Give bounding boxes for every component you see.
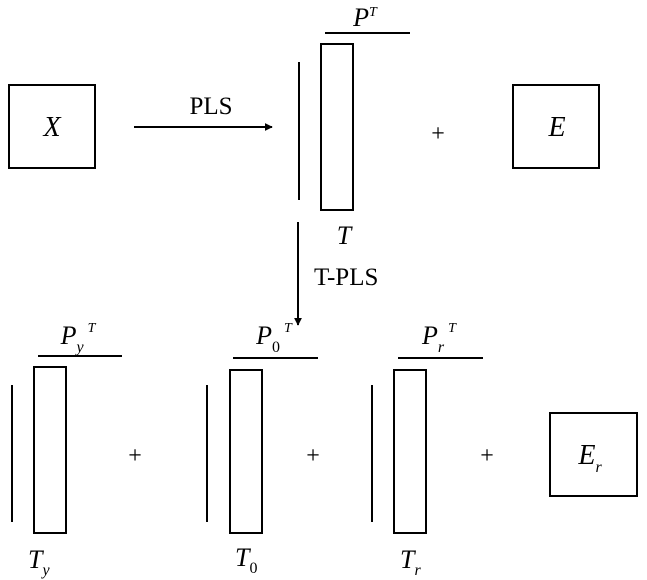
predictive-scores-label: Ty	[28, 545, 50, 579]
residual-er-box	[549, 412, 638, 497]
residual-scores-box	[393, 369, 427, 534]
plus-sign-top: +	[431, 121, 445, 147]
residual-loadings-label: PrT	[421, 321, 457, 356]
plus-sign-bottom-3: +	[480, 443, 494, 469]
pls-label: PLS	[189, 93, 232, 120]
orthogonal-scores-box	[229, 369, 263, 534]
orthogonal-scores-label: T0	[235, 543, 257, 577]
plus-sign-bottom-2: +	[306, 443, 320, 469]
residual-e-label: E	[547, 112, 565, 143]
residual-e-box	[512, 84, 600, 169]
loadings-pt-label: PT	[352, 3, 378, 32]
residual-scores-label: Tr	[400, 545, 421, 579]
residual-er-label: Er	[577, 440, 602, 476]
predictive-scores-box	[33, 366, 67, 534]
plus-sign-bottom-1: +	[128, 443, 142, 469]
matrix-x-label: X	[42, 112, 61, 143]
predictive-loadings-label: PyT	[60, 321, 97, 356]
scores-t-box	[320, 43, 354, 211]
tpls-label: T-PLS	[314, 264, 378, 291]
matrix-x-box	[8, 84, 96, 169]
scores-t-label: T	[337, 221, 353, 250]
orthogonal-loadings-label: P0T	[255, 321, 293, 356]
